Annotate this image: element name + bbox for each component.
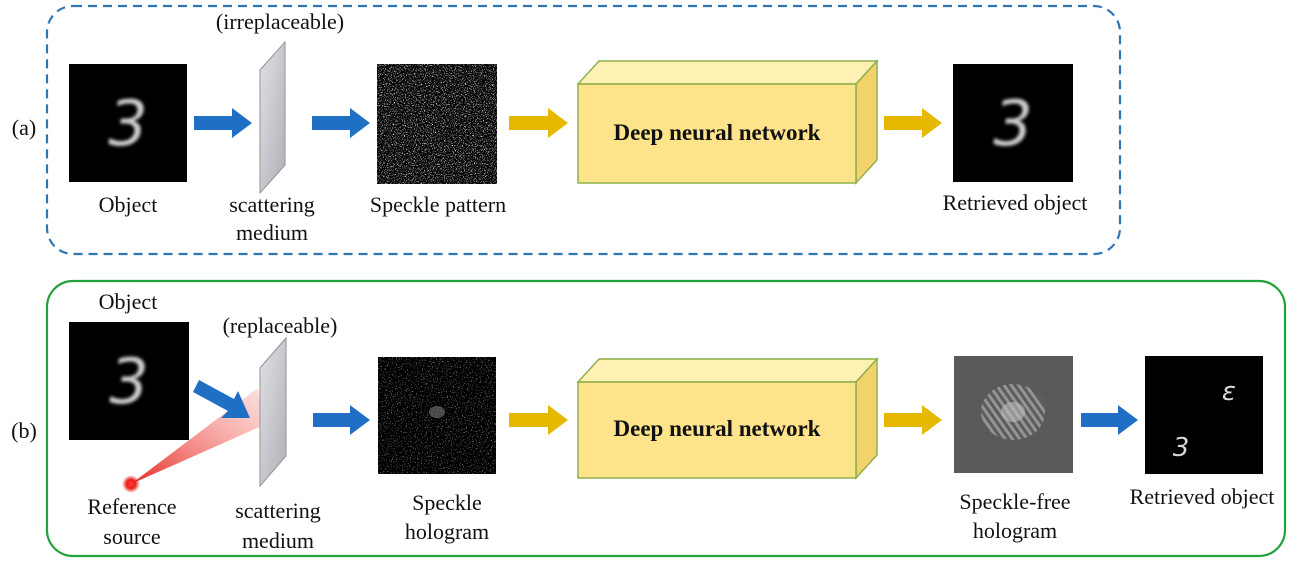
reference-label-line1: Reference — [87, 494, 177, 519]
medium-note-b: (replaceable) — [222, 313, 338, 338]
object-image-a: 3 — [69, 64, 187, 182]
medium-note-a: (irreplaceable) — [215, 9, 345, 34]
network-label-a: Deep neural network — [613, 120, 821, 145]
scattering-medium-a — [259, 40, 286, 195]
speckle-pattern-image — [377, 64, 497, 184]
deep-neural-network-box-a — [576, 59, 879, 185]
medium-label-a-line1: scattering — [229, 192, 315, 217]
arrow-free-hologram-to-retrieved-b — [1081, 405, 1138, 435]
network-label-b: Deep neural network — [613, 416, 821, 441]
free-hologram-label-line2: hologram — [972, 518, 1058, 543]
arrow-network-to-retrieved-a — [884, 108, 942, 138]
retrieved-digit-b2: ɛ — [1222, 377, 1236, 407]
scattering-medium-b — [259, 336, 287, 488]
speckle-hologram-image — [378, 357, 496, 474]
object-digit-a: 3 — [108, 87, 147, 160]
medium-label-b-line1: scattering — [235, 498, 321, 523]
object-digit-b: 3 — [109, 345, 148, 418]
panel-a-border — [45, 4, 1122, 256]
retrieved-object-image-a: 3 — [953, 64, 1073, 182]
retrieved-digit-b1: 3 — [1173, 433, 1190, 463]
panel-b-border — [45, 279, 1287, 558]
medium-label-b-line2: medium — [241, 528, 315, 553]
arrow-object-to-medium-a — [194, 108, 252, 138]
speckle-pattern-label: Speckle pattern — [369, 192, 507, 217]
deep-neural-network-box-b — [576, 357, 879, 480]
arrow-object-to-medium-b — [193, 380, 250, 418]
arrow-network-to-free-hologram-b — [884, 405, 942, 435]
reference-label-line2: source — [103, 524, 161, 549]
panel-a-tag: (a) — [11, 115, 37, 140]
reference-source-dot — [122, 475, 140, 493]
arrow-medium-to-speckle-a — [312, 108, 370, 138]
retrieved-label-a: Retrieved object — [942, 190, 1088, 215]
medium-label-a-line2: medium — [235, 220, 309, 245]
speckle-hologram-label-line2: hologram — [404, 519, 490, 544]
speckle-free-hologram-image — [954, 356, 1073, 473]
free-hologram-label-line1: Speckle-free — [959, 489, 1071, 514]
retrieved-object-image-b: 3 ɛ — [1145, 356, 1263, 474]
arrow-speckle-to-network-a — [509, 108, 568, 138]
retrieved-digit-a: 3 — [993, 87, 1032, 160]
arrow-medium-to-hologram-b — [313, 405, 370, 435]
panel-b-tag: (b) — [11, 418, 37, 443]
retrieved-label-b: Retrieved object — [1129, 484, 1275, 509]
object-image-b: 3 — [69, 322, 189, 440]
speckle-hologram-label-line1: Speckle — [412, 490, 482, 515]
object-label-b: Object — [98, 289, 158, 314]
object-label-a: Object — [98, 192, 158, 217]
arrow-hologram-to-network-b — [509, 405, 568, 435]
